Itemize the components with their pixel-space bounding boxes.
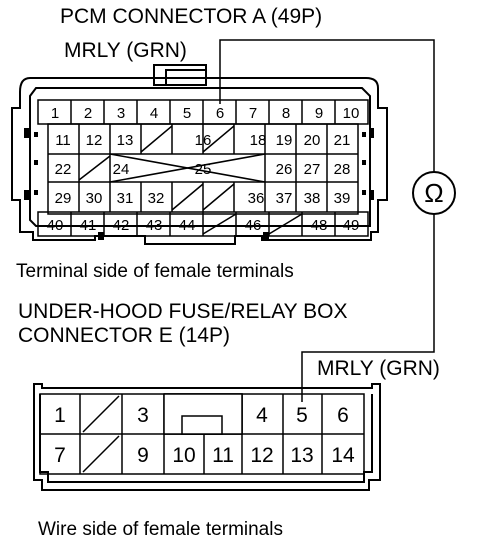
- pcm-pin: 20: [304, 132, 321, 149]
- fuse-pin: 14: [331, 444, 355, 467]
- pcm-pin: 42: [113, 217, 130, 234]
- pcm-pin: 37: [276, 190, 293, 207]
- pcm-pin: 19: [276, 132, 293, 149]
- pcm-pin: 7: [249, 105, 257, 122]
- pcm-pin: 16: [195, 132, 212, 149]
- ohmmeter: Ω: [412, 171, 456, 215]
- pcm-pin: 10: [343, 105, 360, 122]
- fuse-pin: 11: [212, 444, 234, 467]
- pcm-caption: Terminal side of female terminals: [16, 261, 294, 282]
- fuse-box-caption: Wire side of female terminals: [38, 519, 283, 540]
- pcm-pin: 43: [146, 217, 163, 234]
- pcm-pin: 39: [334, 190, 351, 207]
- pcm-pin: 5: [183, 105, 191, 122]
- pcm-pin: 21: [334, 132, 351, 149]
- test-lead-wire: [219, 39, 435, 402]
- pcm-pin: 22: [55, 161, 72, 178]
- pcm-pin: 38: [304, 190, 321, 207]
- pcm-pin: 13: [117, 132, 134, 149]
- pcm-pin: 12: [86, 132, 103, 149]
- pcm-terminal-grid: [37, 99, 369, 237]
- fuse-pin: 9: [137, 444, 149, 467]
- pcm-pin-dots: [34, 132, 366, 195]
- pcm-pin: 4: [150, 105, 158, 122]
- pcm-pin: 31: [117, 190, 134, 207]
- pcm-pin: 9: [315, 105, 323, 122]
- pcm-pin: 41: [80, 217, 97, 234]
- pcm-pin: 32: [148, 190, 165, 207]
- fuse-box-connector: [33, 383, 381, 491]
- pcm-pin: 28: [334, 161, 351, 178]
- fuse-box-wire-label: MRLY (GRN): [317, 357, 440, 380]
- fuse-pin: 10: [172, 444, 195, 467]
- fuse-pin: 1: [54, 404, 66, 427]
- pcm-pin: 27: [304, 161, 321, 178]
- pcm-pin: 36: [248, 190, 265, 207]
- pcm-pin: 49: [343, 217, 360, 234]
- pcm-pin: 44: [179, 217, 196, 234]
- fuse-pin: 6: [337, 404, 349, 427]
- fuse-pin: 7: [54, 444, 66, 467]
- pcm-pin: 2: [84, 105, 92, 122]
- pcm-pin: 24: [113, 161, 130, 178]
- pcm-pin: 29: [55, 190, 72, 207]
- pcm-pin: 1: [51, 105, 59, 122]
- pcm-pin: 26: [276, 161, 293, 178]
- pcm-pin: 46: [245, 217, 262, 234]
- pcm-wire-label: MRLY (GRN): [64, 39, 187, 62]
- pcm-pin: 30: [86, 190, 103, 207]
- pcm-pin: 11: [55, 132, 71, 149]
- pcm-connector-title: PCM CONNECTOR A (49P): [60, 5, 323, 28]
- fuse-box-title-line1: UNDER-HOOD FUSE/RELAY BOX: [18, 300, 348, 323]
- pcm-pin: 48: [311, 217, 328, 234]
- fuse-pin: 12: [250, 444, 273, 467]
- fuse-pin: 4: [256, 404, 268, 427]
- ohm-symbol: Ω: [424, 178, 443, 208]
- fuse-pin: 13: [290, 444, 313, 467]
- pcm-pin-6-mrly: 6: [216, 105, 224, 122]
- pcm-pin: 40: [47, 217, 64, 234]
- pcm-pin: 3: [117, 105, 125, 122]
- fuse-box-title-line2: CONNECTOR E (14P): [18, 324, 230, 347]
- fuse-pin: 3: [137, 404, 149, 427]
- pcm-pin: 25: [195, 161, 212, 178]
- pcm-pin: 18: [250, 132, 267, 149]
- pcm-pin: 8: [282, 105, 290, 122]
- fuse-pin-5-mrly: 5: [296, 404, 308, 427]
